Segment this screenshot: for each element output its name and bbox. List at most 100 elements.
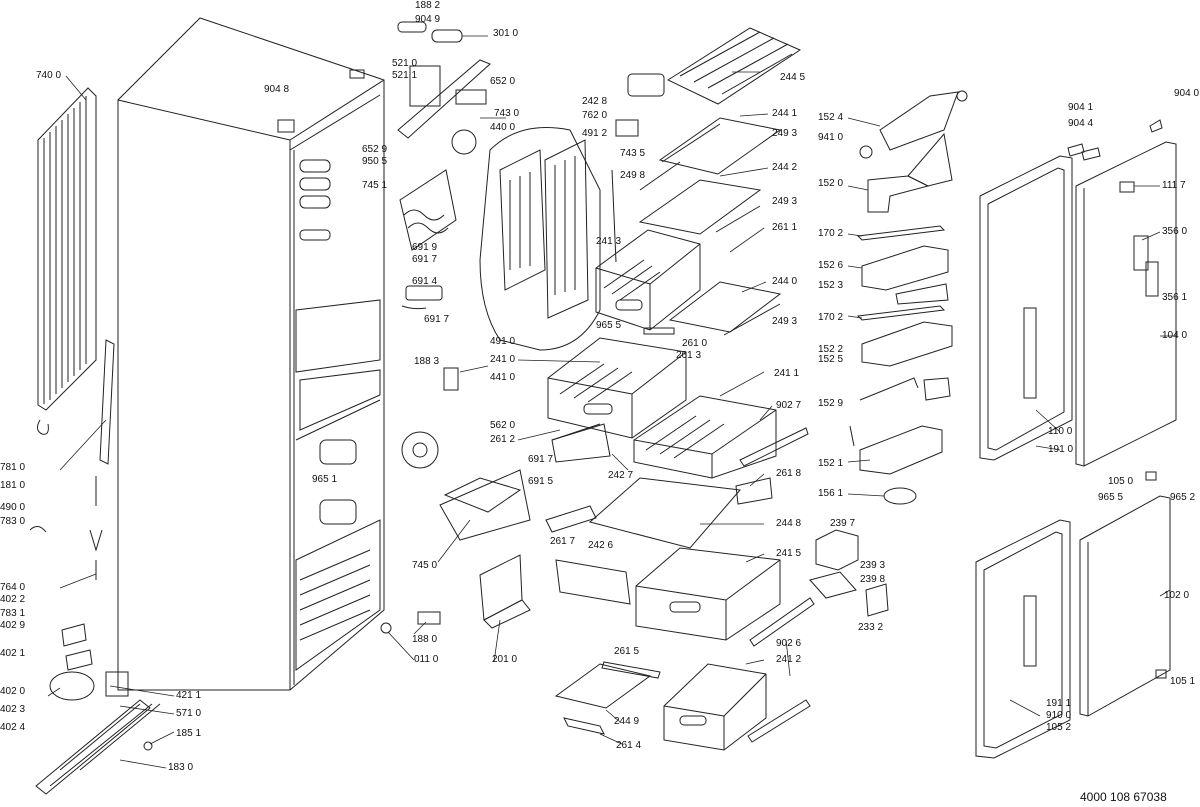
part-label: 691 7 bbox=[528, 454, 554, 465]
wire-shelf bbox=[666, 27, 802, 105]
part-label: 402 0 bbox=[0, 686, 26, 697]
part-label: 745 1 bbox=[362, 180, 388, 191]
part-label: 965 5 bbox=[596, 320, 622, 331]
part-label: 105 2 bbox=[1046, 722, 1072, 733]
part-label: 239 3 bbox=[860, 560, 886, 571]
part-label: 902 7 bbox=[776, 400, 802, 411]
part-label: 191 1 bbox=[1046, 698, 1072, 709]
leader-lines bbox=[47, 35, 1176, 769]
part-label: 188 3 bbox=[414, 356, 440, 367]
part-label: 691 5 bbox=[528, 476, 554, 487]
part-label: 421 1 bbox=[176, 690, 202, 701]
freezer-drawer-2 bbox=[633, 395, 809, 505]
crisper-drawer-upper bbox=[595, 229, 701, 335]
document-number: 4000 108 67038 bbox=[1080, 790, 1167, 804]
part-label: 244 2 bbox=[772, 162, 798, 173]
part-label: 491 2 bbox=[582, 128, 608, 139]
part-label: 152 3 bbox=[818, 280, 844, 291]
part-label: 904 1 bbox=[1068, 102, 1094, 113]
part-label: 105 1 bbox=[1170, 676, 1196, 687]
part-label: 241 3 bbox=[596, 236, 622, 247]
part-label: 652 9 bbox=[362, 144, 388, 155]
part-label: 191 0 bbox=[1048, 444, 1074, 455]
part-label: 691 9 bbox=[412, 242, 438, 253]
part-label: 011 0 bbox=[414, 654, 439, 665]
part-label: 904 8 bbox=[264, 84, 290, 95]
fan-and-lower-evaporator bbox=[380, 431, 531, 634]
part-label: 521 0 bbox=[392, 58, 418, 69]
part-label: 652 0 bbox=[490, 76, 516, 87]
door-bins bbox=[849, 90, 968, 505]
part-label: 743 0 bbox=[494, 108, 520, 119]
part-label: 356 1 bbox=[1162, 292, 1188, 303]
part-label: 691 4 bbox=[412, 276, 438, 287]
part-label: 233 2 bbox=[858, 622, 884, 633]
part-label: 743 5 bbox=[620, 148, 646, 159]
part-label: 691 7 bbox=[424, 314, 450, 325]
part-label: 745 0 bbox=[412, 560, 438, 571]
part-label: 152 4 bbox=[818, 112, 844, 123]
part-label: 402 9 bbox=[0, 620, 26, 631]
part-label: 110 0 bbox=[1048, 426, 1073, 437]
freezer-drawer-4 bbox=[554, 661, 811, 751]
part-label: 244 5 bbox=[780, 72, 806, 83]
part-label: 491 0 bbox=[490, 336, 516, 347]
part-label: 740 0 bbox=[36, 70, 62, 81]
part-label: 261 2 bbox=[490, 434, 516, 445]
part-label: 440 0 bbox=[490, 122, 516, 133]
part-label: 249 3 bbox=[772, 196, 798, 207]
part-label: 356 0 bbox=[1162, 226, 1188, 237]
part-label: 965 2 bbox=[1170, 492, 1196, 503]
part-label: 152 2 bbox=[818, 344, 844, 355]
part-label: 904 4 bbox=[1068, 118, 1094, 129]
part-label: 261 7 bbox=[550, 536, 576, 547]
part-label: 244 0 bbox=[772, 276, 798, 287]
glass-shelves bbox=[611, 73, 782, 336]
part-label: 965 5 bbox=[1098, 492, 1124, 503]
part-label: 402 2 bbox=[0, 594, 26, 605]
part-label: 244 8 bbox=[776, 518, 802, 529]
part-label: 261 3 bbox=[676, 350, 702, 361]
part-label: 201 0 bbox=[492, 654, 518, 665]
part-label: 152 0 bbox=[818, 178, 844, 189]
freezer-drawer-1 bbox=[547, 337, 687, 463]
part-label: 156 1 bbox=[818, 488, 844, 499]
part-label: 762 0 bbox=[582, 110, 608, 121]
part-label: 249 3 bbox=[772, 128, 798, 139]
part-label: 170 2 bbox=[818, 228, 844, 239]
part-label: 104 0 bbox=[1162, 330, 1188, 341]
freezer-glass-shelf bbox=[545, 477, 741, 549]
part-label: 950 5 bbox=[362, 156, 388, 167]
part-label: 261 5 bbox=[614, 646, 640, 657]
part-label: 301 0 bbox=[493, 28, 519, 39]
part-label: 111 7 bbox=[1162, 180, 1186, 191]
part-label: 244 1 bbox=[772, 108, 798, 119]
part-label: 244 9 bbox=[614, 716, 640, 727]
part-label: 242 7 bbox=[608, 470, 634, 481]
part-label: 904 0 bbox=[1174, 88, 1200, 99]
part-label: 261 0 bbox=[682, 338, 708, 349]
part-label: 402 4 bbox=[0, 722, 26, 733]
part-label: 241 2 bbox=[776, 654, 802, 665]
part-label: 185 1 bbox=[176, 728, 202, 739]
part-label: 152 5 bbox=[818, 354, 844, 365]
part-label: 242 8 bbox=[582, 96, 608, 107]
part-label: 249 8 bbox=[620, 170, 646, 181]
top-control-parts bbox=[397, 21, 491, 391]
freezer-drawer-3 bbox=[555, 547, 815, 647]
part-label: 152 6 bbox=[818, 260, 844, 271]
part-label: 152 1 bbox=[818, 458, 844, 469]
part-label: 241 5 bbox=[776, 548, 802, 559]
part-label: 239 7 bbox=[830, 518, 856, 529]
condenser-coil bbox=[36, 87, 97, 435]
part-label: 783 0 bbox=[0, 516, 26, 527]
freezer-door bbox=[975, 471, 1171, 759]
part-label: 152 9 bbox=[818, 398, 844, 409]
part-label: 188 0 bbox=[412, 634, 438, 645]
part-label: 783 1 bbox=[0, 608, 26, 619]
part-label: 105 0 bbox=[1108, 476, 1134, 487]
part-label: 902 6 bbox=[776, 638, 802, 649]
part-label: 562 0 bbox=[490, 420, 516, 431]
part-label: 102 0 bbox=[1164, 590, 1190, 601]
part-label: 941 0 bbox=[818, 132, 844, 143]
